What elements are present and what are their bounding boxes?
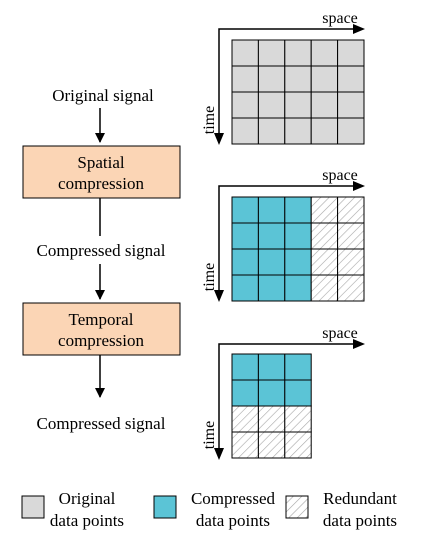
- original-cell: [310, 65, 339, 93]
- original-cell: [284, 65, 312, 93]
- grid-cells: [231, 353, 312, 459]
- original-cell: [310, 39, 339, 67]
- space-axis-label: space: [322, 325, 358, 342]
- legend-redundant-line2: data points: [323, 511, 397, 530]
- original-cell: [284, 91, 312, 119]
- compressed-cell: [257, 248, 286, 276]
- space-axis-label: space: [322, 10, 358, 27]
- original-cell: [284, 117, 312, 145]
- compressed-cell: [257, 274, 286, 302]
- spatial-box-line1: Spatial: [77, 153, 124, 172]
- time-axis-label: time: [201, 106, 218, 134]
- legend-original-line2: data points: [50, 511, 124, 530]
- compressed-signal-label-2: Compressed signal: [37, 414, 166, 433]
- compressed-cell: [284, 274, 312, 302]
- redundant-cell: [337, 222, 365, 250]
- original-cell: [337, 39, 365, 67]
- time-axis-arrowhead: [214, 133, 224, 145]
- redundant-cell: [310, 222, 339, 250]
- temporal-box-line2: compression: [58, 331, 144, 350]
- compressed-cell: [231, 248, 259, 276]
- grid-cells: [231, 196, 365, 302]
- compressed-cell: [257, 196, 286, 224]
- grid-cells: [231, 39, 365, 145]
- compressed-cell: [284, 248, 312, 276]
- space-axis-arrowhead: [353, 181, 365, 191]
- redundant-cell: [231, 405, 259, 433]
- space-axis-arrowhead: [353, 24, 365, 34]
- compressed-signal-label-1: Compressed signal: [37, 241, 166, 260]
- flow-column: Original signal Spatial compression Comp…: [22, 86, 181, 433]
- time-axis-label: time: [201, 263, 218, 291]
- legend-swatch-original: [21, 495, 45, 519]
- compressed-cell: [231, 222, 259, 250]
- legend: Original data points Compressed data poi…: [21, 489, 397, 530]
- compressed-cell: [284, 196, 312, 224]
- space-axis-label: space: [322, 167, 358, 184]
- original-cell: [310, 117, 339, 145]
- compressed-cell: [257, 222, 286, 250]
- original-cell: [231, 91, 259, 119]
- redundant-cell: [310, 274, 339, 302]
- redundant-cell: [231, 431, 259, 459]
- legend-redundant-line1: Redundant: [323, 489, 397, 508]
- legend-original-line1: Original: [59, 489, 116, 508]
- original-signal-label: Original signal: [52, 86, 154, 105]
- compressed-cell: [231, 379, 259, 407]
- redundant-cell: [337, 274, 365, 302]
- compressed-cell: [284, 379, 312, 407]
- panel-axes: [218, 185, 360, 298]
- original-cell: [310, 91, 339, 119]
- compressed-cell: [231, 274, 259, 302]
- redundant-cell: [257, 405, 286, 433]
- grid-panel-original: space time: [201, 10, 365, 145]
- legend-swatch-compressed: [153, 495, 177, 519]
- original-cell: [284, 39, 312, 67]
- time-axis-arrowhead: [214, 448, 224, 460]
- legend-compressed-line2: data points: [196, 511, 270, 530]
- redundant-cell: [284, 431, 312, 459]
- panel-axes: [218, 343, 360, 456]
- compressed-cell: [231, 353, 259, 381]
- redundant-cell: [284, 405, 312, 433]
- original-cell: [257, 39, 286, 67]
- original-cell: [257, 91, 286, 119]
- spatial-compression-box: [22, 145, 181, 199]
- temporal-box-line1: Temporal: [69, 310, 134, 329]
- redundant-cell: [310, 196, 339, 224]
- time-axis-arrowhead: [214, 290, 224, 302]
- grid-panel-spatial: space time: [201, 167, 365, 302]
- panel-axes: [218, 28, 360, 141]
- space-axis-arrowhead: [353, 339, 365, 349]
- redundant-cell: [310, 248, 339, 276]
- legend-compressed-line1: Compressed: [191, 489, 276, 508]
- original-cell: [337, 117, 365, 145]
- redundant-cell: [337, 196, 365, 224]
- original-cell: [337, 91, 365, 119]
- redundant-cell: [257, 431, 286, 459]
- redundant-cell: [337, 248, 365, 276]
- legend-swatch-redundant: [285, 495, 309, 519]
- original-cell: [257, 117, 286, 145]
- temporal-compression-box: [22, 302, 181, 356]
- original-cell: [231, 65, 259, 93]
- original-cell: [257, 65, 286, 93]
- compressed-cell: [231, 196, 259, 224]
- compressed-cell: [284, 353, 312, 381]
- compressed-cell: [257, 353, 286, 381]
- original-cell: [231, 39, 259, 67]
- original-cell: [231, 117, 259, 145]
- compressed-cell: [257, 379, 286, 407]
- time-axis-label: time: [201, 421, 218, 449]
- compressed-cell: [284, 222, 312, 250]
- original-cell: [337, 65, 365, 93]
- grid-panel-temporal: space time: [201, 325, 365, 460]
- spatial-box-line2: compression: [58, 174, 144, 193]
